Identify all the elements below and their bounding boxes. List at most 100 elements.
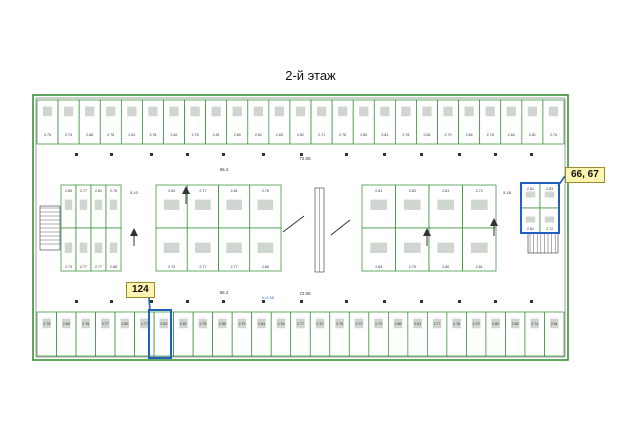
stall-width-label: 2.79	[409, 265, 416, 269]
stall-marking	[338, 106, 348, 117]
stall-marking	[42, 318, 52, 329]
stall-marking	[226, 242, 242, 253]
stall-width-label: 2.74	[531, 322, 538, 326]
stall-width-label: 2.73	[168, 265, 175, 269]
stall-width-label: 2.81	[128, 133, 135, 137]
bottom-corridor-dim: 72.06	[299, 291, 311, 296]
stall-width-label: 2.64	[258, 322, 265, 326]
stall-width-label: 2.77	[95, 265, 102, 269]
stall-width-label: 2.84	[375, 265, 382, 269]
stall-width-label: 2.80	[360, 133, 367, 137]
stall-width-label: 2.79	[238, 322, 245, 326]
stall-width-label: 2.72	[476, 189, 483, 193]
stall-marking	[335, 318, 344, 329]
stall-marking	[127, 106, 137, 117]
stall-marking	[226, 199, 242, 210]
stall-width-label: 2.76	[192, 133, 199, 137]
stall-width-label: 2.84	[168, 189, 175, 193]
stall-marking	[237, 318, 247, 329]
callout-124: 124	[126, 282, 155, 298]
stall-marking	[101, 318, 110, 329]
stall-width-label: 2.71	[318, 133, 325, 137]
stall-width-label: 2.79	[336, 322, 343, 326]
stall-width-label: 2.76	[402, 133, 409, 137]
stall-marking	[470, 199, 488, 210]
stall-width-label: 2.81	[527, 227, 534, 231]
stall-marking	[510, 318, 520, 329]
pillar	[75, 153, 78, 156]
stall-marking	[198, 318, 208, 329]
stall-marking	[548, 106, 559, 117]
pillar	[150, 153, 153, 156]
stall-marking	[422, 106, 432, 117]
pillar	[530, 300, 533, 303]
stall-width-label: 2.74	[65, 133, 72, 137]
stall-width-label: 2.84	[423, 133, 430, 137]
stall-width-label: 2.73	[375, 322, 382, 326]
stall-width-label: 2.77	[297, 322, 304, 326]
stall-marking	[94, 242, 103, 253]
stall-width-label: 2.77	[80, 189, 87, 193]
stall-marking	[354, 318, 364, 329]
stall-width-label: 2.88	[110, 265, 117, 269]
stall-marking	[42, 106, 53, 117]
stall-marking	[274, 106, 285, 117]
stall-marking	[79, 242, 88, 253]
stall-marking	[81, 318, 91, 329]
stall-width-label: 2.81	[551, 322, 558, 326]
stall-width-label: 2.84	[466, 133, 473, 137]
pillar	[222, 300, 225, 303]
stall-marking	[530, 318, 540, 329]
stall-marking	[471, 318, 481, 329]
stall-marking	[295, 106, 306, 117]
stall-width-label: 2.77	[231, 265, 238, 269]
center-area-label: 66.2	[220, 167, 229, 172]
stall-marking	[106, 106, 116, 117]
stall-marking	[61, 318, 71, 329]
stall-marking	[190, 106, 200, 117]
top-corridor-dim: 72.06	[299, 156, 311, 161]
stall-marking	[257, 199, 274, 210]
parking-stall	[544, 311, 565, 357]
stall-width-label: 2.84	[65, 189, 72, 193]
stall-width-label: 2.80	[121, 322, 128, 326]
stall-marking	[94, 199, 103, 210]
bay-width-left: 5.10	[130, 190, 139, 195]
stall-marking	[257, 242, 274, 253]
stall-width-label: 2.80	[442, 265, 449, 269]
stall-marking	[370, 199, 388, 210]
pillar	[262, 300, 265, 303]
stall-marking	[432, 318, 442, 329]
pillar	[345, 300, 348, 303]
stall-width-label: 2.72	[356, 322, 363, 326]
pillar	[110, 153, 113, 156]
stall-width-label: 2.77	[80, 265, 87, 269]
stall-marking	[109, 242, 118, 253]
stall-marking	[401, 106, 411, 117]
pillar	[75, 300, 78, 303]
stall-width-label: 2.80	[63, 322, 70, 326]
pillar	[300, 300, 303, 303]
stall-width-label: 2.74	[550, 133, 557, 137]
stall-marking	[64, 199, 73, 210]
stall-marking	[452, 318, 461, 329]
stall-width-label: 2.75	[199, 322, 206, 326]
stall-marking	[195, 242, 211, 253]
parking-stall	[542, 99, 565, 145]
stall-marking	[485, 106, 495, 117]
stall-marking	[506, 106, 516, 117]
stall-width-label: 2.81	[527, 187, 534, 191]
stall-marking	[437, 199, 455, 210]
stall-marking	[527, 106, 538, 117]
pillar	[383, 300, 386, 303]
stall-width-label: 2.75	[44, 133, 51, 137]
stall-marking	[232, 106, 242, 117]
stall-marking	[464, 106, 474, 117]
pillar	[420, 153, 423, 156]
stall-marking	[470, 242, 488, 253]
stall-marking	[109, 199, 118, 210]
stall-width-label: 2.76	[262, 189, 269, 193]
pillar	[150, 300, 153, 303]
floor-title: 2-й этаж	[285, 68, 336, 83]
stall-marking	[443, 106, 453, 117]
